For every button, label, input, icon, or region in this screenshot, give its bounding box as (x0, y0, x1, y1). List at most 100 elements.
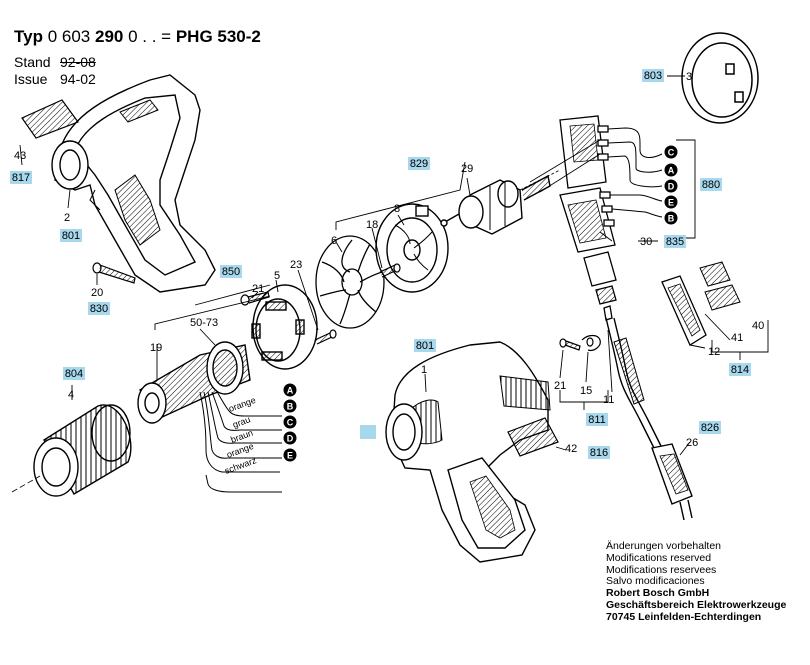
holder-ring-5 (251, 284, 318, 370)
code-label: 804 (65, 368, 83, 380)
issue-label: Issue (14, 71, 48, 87)
part-number: 4 (68, 389, 74, 401)
cable-clamp-15 (581, 334, 601, 351)
code-label: 801 (416, 340, 434, 352)
part-number: 15 (580, 385, 592, 397)
notice-line: Modifications reserved (606, 551, 712, 564)
part-number: 5 (274, 270, 280, 282)
issue-value: 94-02 (60, 71, 96, 87)
terminal-letter: A (287, 386, 294, 396)
part-number: 21 (252, 283, 264, 295)
stand-row: Stand 92-08 (14, 54, 96, 70)
company-line: Robert Bosch GmbH (606, 587, 710, 600)
notice-line: Modifications reservees (606, 563, 717, 576)
part-number: 6 (331, 235, 337, 247)
right-housing-half-1 (385, 341, 551, 563)
switch-circuit-board (559, 115, 616, 253)
terminal-letter: A (668, 166, 675, 176)
part-number: 2 (64, 212, 70, 224)
part-number: 11 (603, 394, 614, 406)
code-label: 850 (222, 266, 240, 278)
company-line: 70745 Leinfelden-Echterdingen (606, 610, 762, 623)
terminal-letter: D (287, 434, 294, 444)
part-number: 42 (565, 443, 577, 455)
code-label: 826 (701, 422, 719, 434)
blank-code-box (360, 425, 376, 439)
type-heading: Typ 0 603 290 0 . . = PHG 530-2 (14, 27, 261, 47)
part-number: 43 (14, 150, 26, 162)
retaining-ring-3 (681, 32, 759, 124)
stand-value: 92-08 (60, 54, 96, 70)
part-number: 21 (554, 380, 566, 392)
part-number-labels: 43 2 20 19 50-73 21 5 23 6 18 8 29 4 1 3… (14, 71, 764, 455)
part-number: 8 (394, 203, 400, 215)
code-label: 830 (90, 303, 108, 315)
typ-number-main: 290 (94, 27, 124, 46)
part-number: 20 (91, 287, 103, 299)
code-boxes: 817 801 830 850 829 804 801 803 880 835 … (10, 69, 751, 459)
issue-row: Issue 94-02 (14, 71, 96, 87)
part-number: 26 (686, 437, 698, 449)
model-name: PHG 530-2 (175, 27, 261, 46)
code-label: 801 (62, 230, 80, 242)
terminal-letter: D (668, 182, 675, 192)
typ-number-prefix: 0 603 (47, 27, 91, 46)
label-plate-43 (21, 99, 79, 139)
heating-tube-19 (137, 341, 251, 424)
part-number: 41 (731, 332, 743, 344)
code-label: 835 (666, 236, 684, 248)
switch-button-12 (661, 275, 707, 346)
notice-line: Änderungen vorbehalten (606, 540, 722, 552)
right-wire-terminals: C A D E B (664, 145, 678, 225)
screw-20 (92, 262, 136, 284)
left-housing-half (51, 74, 216, 293)
terminal-letter: C (287, 418, 294, 428)
fan-housing-8 (375, 203, 449, 293)
power-cord-11 (605, 317, 663, 449)
terminal-letter: E (668, 198, 674, 208)
code-label: 816 (590, 447, 608, 459)
code-label: 811 (588, 414, 606, 426)
part-number: 12 (708, 346, 720, 358)
board-wires (529, 127, 663, 218)
screw-23 (314, 329, 337, 345)
motor-29 (440, 174, 551, 235)
stand-label: Stand (14, 54, 51, 70)
part-number: 23 (290, 259, 302, 271)
part-number: 19 (150, 342, 162, 354)
code-label: 829 (410, 158, 428, 170)
code-label: 803 (644, 70, 662, 82)
legal-notice: Änderungen vorbehalten Modifications res… (606, 540, 787, 624)
terminal-letter: C (668, 148, 675, 158)
fan-impeller-6 (315, 235, 385, 329)
screw-18 (379, 263, 401, 278)
part-number: 1 (421, 364, 427, 376)
switch-slider (583, 251, 617, 321)
mains-plug-26 (651, 443, 693, 521)
part-number: 50-73 (190, 317, 218, 329)
code-label: 814 (731, 364, 749, 376)
terminal-letter: E (287, 451, 293, 461)
code-label: 817 (12, 172, 30, 184)
part-number: 30 (640, 236, 652, 248)
typ-number-suffix: 0 . . = (128, 27, 172, 46)
notice-line: Salvo modificaciones (606, 575, 705, 588)
wire-color-labels: orange grau braun orange schwarz (223, 395, 258, 476)
company-line: Geschäftsbereich Elektrowerkzeuge (606, 598, 787, 611)
part-number: 40 (752, 320, 764, 332)
wire-label-orange: orange (227, 395, 257, 414)
part-number: 29 (461, 163, 473, 175)
terminal-letter: B (668, 214, 675, 224)
leader-lines (19, 75, 769, 456)
left-wire-terminals: A B C D E (283, 383, 297, 462)
part-number: 3 (686, 71, 692, 83)
code-label: 880 (702, 179, 720, 191)
part-number: 18 (366, 219, 378, 231)
terminal-letter: B (287, 402, 294, 412)
left-wire-harness (199, 389, 282, 493)
typ-label: Typ (14, 27, 43, 46)
label-plate-42 (507, 417, 559, 457)
label-plates-40-41 (699, 261, 741, 311)
nozzle-4 (33, 404, 132, 497)
